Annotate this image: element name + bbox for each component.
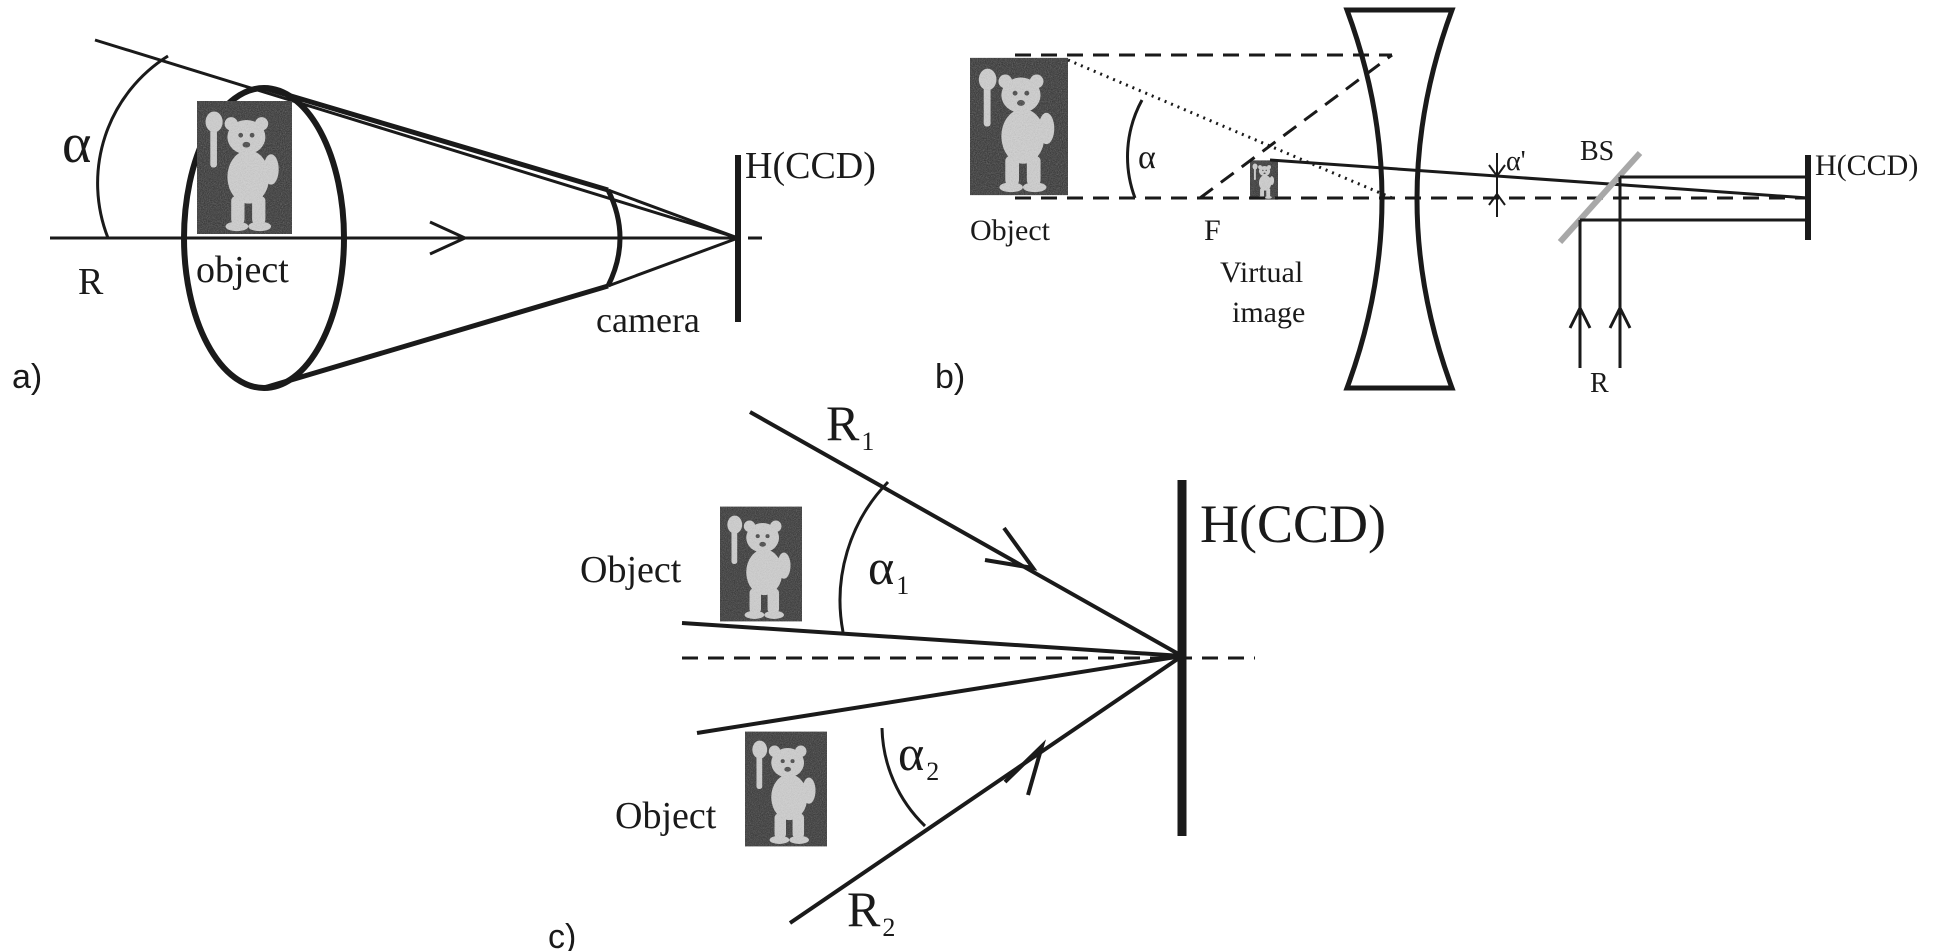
focus-label: F — [1204, 214, 1221, 247]
sensor-label: H(CCD) — [1200, 494, 1386, 554]
alpha-arc — [96, 54, 169, 239]
panel-c: R1 R2 α1 α2 Object Object H(CCD) c) — [548, 395, 1386, 951]
reference-label: R — [1590, 368, 1609, 399]
reference-ray-1 — [749, 410, 1183, 658]
virtual-image-photo — [1250, 160, 1278, 199]
reference-ray — [94, 38, 739, 240]
camera-lens — [605, 188, 623, 288]
reference-arrow-2 — [1608, 304, 1632, 329]
diverging-lens — [1343, 7, 1456, 391]
beam-splitter — [1557, 150, 1643, 245]
object-photo-bottom — [745, 732, 827, 847]
object-label: object — [196, 249, 289, 291]
panel-b-tag: b) — [935, 358, 965, 396]
image-ray — [1269, 158, 1809, 200]
camera-ray-top — [607, 188, 739, 240]
virtual-image-label-1: Virtual — [1220, 256, 1303, 289]
alpha2-arc — [880, 727, 927, 828]
reference-1-label: R1 — [826, 395, 874, 456]
camera-ray-bottom — [607, 236, 739, 288]
sensor-label: H(CCD) — [745, 145, 876, 187]
alpha-prime-arrow-bottom — [1488, 192, 1506, 206]
cone-top — [263, 85, 609, 193]
ray-arrow — [429, 220, 469, 256]
alpha1-label: α1 — [868, 539, 909, 600]
dotted-ray — [1067, 58, 1393, 200]
alpha-label: α — [62, 113, 91, 175]
focal-dashed-ray — [1199, 53, 1393, 200]
camera-label: camera — [596, 300, 700, 340]
object-bottom-label: Object — [615, 795, 717, 837]
reference-ray-2 — [788, 654, 1184, 925]
reference-label: R — [78, 261, 104, 303]
object-label: Object — [970, 214, 1051, 247]
alpha-prime-label: α' — [1506, 146, 1526, 177]
reference-arrow-1 — [1568, 304, 1592, 329]
alpha1-arc — [838, 480, 890, 633]
sensor-label: H(CCD) — [1815, 149, 1918, 182]
panel-a: α R object camera H(CCD) a) — [12, 38, 876, 396]
cone-bottom — [263, 283, 609, 391]
object-top-label: Object — [580, 549, 682, 591]
object-photo — [970, 58, 1068, 195]
alpha-prime-arrow-top — [1488, 164, 1506, 178]
panel-a-tag: a) — [12, 358, 42, 396]
splitter-label: BS — [1580, 136, 1614, 167]
alpha2-label: α2 — [898, 725, 939, 786]
virtual-image-label-2: image — [1232, 296, 1305, 329]
object-ray-1 — [681, 621, 1183, 658]
object-photo — [197, 101, 292, 234]
alpha-label: α — [1138, 139, 1156, 176]
alpha-arc — [1126, 99, 1144, 199]
ray-arrow-1 — [984, 526, 1038, 571]
object-photo-top — [720, 507, 802, 622]
ray-arrow-2 — [1003, 739, 1046, 796]
panel-b: Object α F Virtual image α' BS H(CCD) R … — [935, 7, 1918, 399]
panel-c-tag: c) — [548, 918, 576, 951]
object-ray-2 — [696, 654, 1183, 735]
reference-2-label: R2 — [847, 881, 895, 942]
